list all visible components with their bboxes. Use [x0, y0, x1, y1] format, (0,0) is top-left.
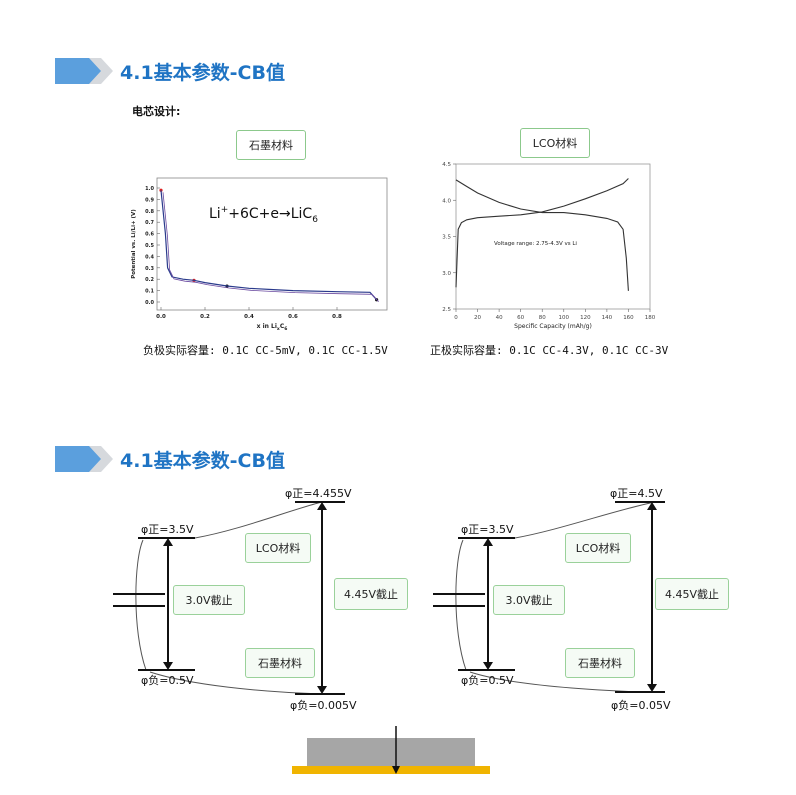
graphite-ytick-label: 0.2	[145, 277, 154, 283]
section1-chevron-icon	[55, 58, 113, 84]
lco-plot-frame	[455, 163, 651, 310]
lco-charge-curve	[455, 179, 629, 291]
graphite-ytick-label: 0.7	[145, 220, 154, 226]
graphite-voltage-chart: 0.0 0.2 0.4 0.6 0.8 0.0 0.1 0.2 0.3 0.4 0.5 0.6 0.7 0…	[131, 177, 388, 332]
section2-chevron-icon	[55, 446, 113, 472]
right-cutoff-high: 4.45V截止	[655, 578, 729, 610]
graphite-plot-frame	[156, 177, 388, 311]
graphite-ytick-label: 0.3	[145, 266, 154, 272]
graphite-ytick-label: 0.0	[145, 300, 154, 306]
left-phi-pos-high: φ正=4.455V	[285, 487, 352, 500]
left-graphite-label: 石墨材料	[245, 648, 315, 678]
lco-xlabel: Specific Capacity (mAh/g)	[514, 323, 592, 330]
left-cutoff-high: 4.45V截止	[334, 578, 408, 610]
lco-xtick-label: 140	[602, 315, 613, 321]
graphite-xtick-label: 0.4	[244, 314, 254, 320]
right-graphite-label: 石墨材料	[565, 648, 635, 678]
graphite-equation: Li++6C+e→LiC6	[209, 205, 318, 225]
lco-xtick-label: 40	[496, 315, 503, 321]
current-collector	[292, 766, 490, 774]
graphite-ylabel: Potential vs. Li/Li+ (V)	[131, 209, 137, 279]
graphite-xtick-label: 0.0	[156, 314, 166, 320]
positive-capacity-caption: 正极实际容量: 0.1C CC-4.3V, 0.1C CC-3V	[430, 344, 669, 357]
lco-xtick-label: 100	[559, 315, 570, 321]
lco-xtick-label: 20	[474, 315, 481, 321]
graphite-data-point	[159, 188, 163, 192]
lco-ytick-label: 3.5	[442, 235, 451, 241]
right-potential-diagram	[433, 501, 665, 693]
right-phi-neg-low: φ负=0.05V	[611, 699, 671, 712]
right-lco-label: LCO材料	[565, 533, 631, 563]
right-cutoff-low: 3.0V截止	[493, 585, 565, 615]
graphite-xtick-label: 0.8	[332, 314, 342, 320]
lco-material-label: LCO材料	[520, 128, 590, 158]
graphite-xtick-label: 0.6	[288, 314, 298, 320]
electrode-stack	[292, 726, 490, 774]
right-phi-pos-low: φ正=3.5V	[461, 523, 514, 536]
graphite-ytick-label: 0.6	[145, 232, 154, 238]
left-phi-neg-low: φ负=0.005V	[290, 699, 357, 712]
lco-xtick-label: 160	[623, 315, 634, 321]
left-phi-pos-low: φ正=3.5V	[141, 523, 194, 536]
graphite-material-label: 石墨材料	[236, 130, 306, 160]
lco-xtick-label: 80	[539, 315, 546, 321]
left-potential-diagram	[113, 501, 345, 695]
lco-xtick-label: 0	[454, 315, 458, 321]
graphite-ytick-label: 0.8	[145, 209, 154, 215]
graphite-ytick-label: 1.0	[145, 186, 154, 192]
lco-discharge-curve	[455, 178, 629, 288]
graphite-ytick-label: 0.4	[145, 254, 154, 260]
left-phi-neg-high: φ负=0.5V	[141, 674, 194, 687]
electrode-coating	[307, 738, 475, 766]
lco-ytick-label: 3.0	[442, 271, 451, 277]
graphite-ytick-label: 0.1	[145, 289, 154, 295]
graphite-ytick-label: 0.9	[145, 197, 154, 203]
lco-ytick-label: 4.5	[442, 162, 451, 168]
graphite-xlabel: x in LixC6	[257, 323, 288, 332]
lco-ytick-label: 2.5	[442, 307, 451, 313]
graphite-xtick-label: 0.2	[200, 314, 210, 320]
lco-xtick-label: 120	[580, 315, 591, 321]
cb-potential-diagrams	[113, 501, 665, 774]
lco-ytick-label: 4.0	[442, 198, 451, 204]
lco-annotation: Voltage range: 2.75-4.3V vs Li	[494, 241, 577, 247]
section1-title: 4.1基本参数-CB值	[120, 62, 285, 84]
graphite-ytick-label: 0.5	[145, 243, 154, 249]
graphite-voltage-curve-2	[162, 192, 379, 302]
section2-title: 4.1基本参数-CB值	[120, 450, 285, 472]
left-lco-label: LCO材料	[245, 533, 311, 563]
section1-subtitle: 电芯设计:	[132, 105, 181, 118]
lco-xtick-label: 60	[517, 315, 524, 321]
right-phi-pos-high: φ正=4.5V	[610, 487, 663, 500]
graphite-voltage-curve	[160, 190, 378, 301]
left-cutoff-low: 3.0V截止	[173, 585, 245, 615]
negative-capacity-caption: 负极实际容量: 0.1C CC-5mV, 0.1C CC-1.5V	[143, 344, 388, 357]
right-phi-neg-high: φ负=0.5V	[461, 674, 514, 687]
lco-xtick-label: 180	[645, 315, 656, 321]
